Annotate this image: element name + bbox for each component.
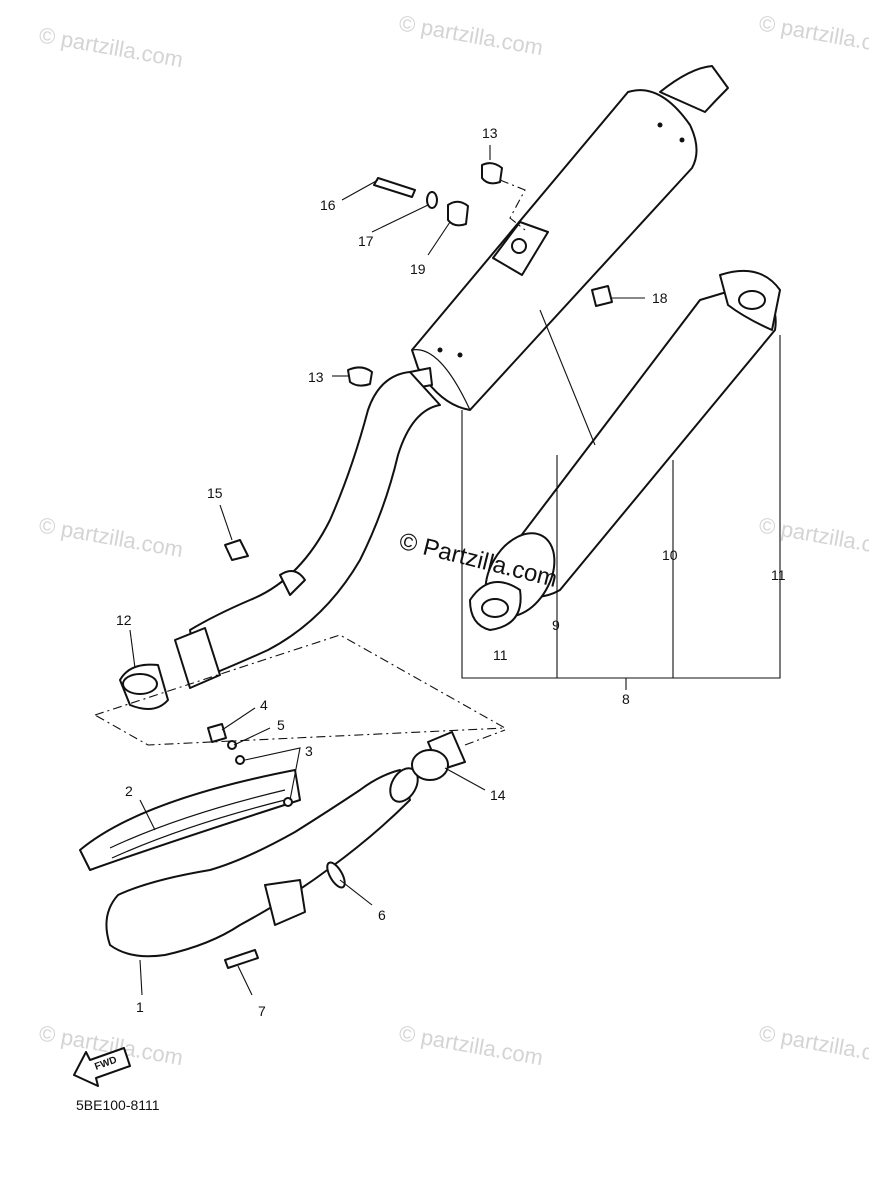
callout-14: 14 xyxy=(490,787,506,803)
fwd-arrow-icon xyxy=(73,1047,131,1087)
leader-lines xyxy=(129,145,645,996)
callout-19: 19 xyxy=(410,261,426,277)
leader-to-body xyxy=(539,309,596,446)
leader-3 xyxy=(244,747,301,801)
muffler-mount-hole xyxy=(511,238,527,254)
part-7-bolt xyxy=(224,949,259,969)
part-3-collar xyxy=(283,797,293,807)
muffler-outlet-pipe xyxy=(659,65,729,113)
leader-6 xyxy=(339,879,373,906)
part-13-damper-lower xyxy=(347,366,373,387)
callout-10: 10 xyxy=(662,547,678,563)
exhaust-pipe xyxy=(174,371,441,689)
part-19-collar xyxy=(447,200,469,227)
leader-17 xyxy=(371,204,429,233)
muffler-front-edge xyxy=(411,349,471,411)
callouts: 1 2 3 4 5 6 7 8 9 10 11 11 12 13 13 14 1… xyxy=(116,125,786,1019)
part-3-collar xyxy=(235,755,245,765)
assembly-bracket-lines xyxy=(461,309,781,690)
leader-19 xyxy=(427,221,451,256)
part-4-bolt xyxy=(207,723,227,743)
callout-15: 15 xyxy=(207,485,223,501)
callout-11-front: 11 xyxy=(493,647,508,663)
callout-1: 1 xyxy=(136,999,144,1015)
silencer-gasket-hole xyxy=(481,598,509,618)
watermark-bottom-right: © partzilla.com xyxy=(757,1020,869,1070)
leader-4 xyxy=(221,707,256,731)
callout-17: 17 xyxy=(358,233,374,249)
callout-2: 2 xyxy=(125,783,133,799)
muffler-rivet xyxy=(657,122,663,128)
callout-12: 12 xyxy=(116,612,132,628)
part-13-damper-upper xyxy=(481,162,503,185)
callout-13-lower: 13 xyxy=(308,369,324,385)
muffler-rivet xyxy=(457,352,463,358)
watermark-top-left: © partzilla.com xyxy=(37,22,185,72)
watermark-mid-right: © partzilla.com xyxy=(757,512,869,562)
watermark-bottom-center: © partzilla.com xyxy=(397,1020,545,1070)
muffler-rivet xyxy=(437,347,443,353)
part-5-washer xyxy=(227,740,237,750)
dash-14 xyxy=(464,729,506,746)
part-18-collar xyxy=(591,285,613,307)
part-16-bolt xyxy=(373,177,416,198)
part-6-gasket xyxy=(326,861,346,889)
heat-protector-slot xyxy=(111,799,286,859)
callout-4: 4 xyxy=(260,697,268,713)
watermark-mid-left: © partzilla.com xyxy=(37,512,185,562)
exhaust-head-pipe xyxy=(105,769,411,958)
callout-18: 18 xyxy=(652,290,668,306)
callout-13-upper: 13 xyxy=(482,125,498,141)
fwd-arrow: FWD xyxy=(73,1047,131,1087)
watermark-top-center: © partzilla.com xyxy=(397,10,545,60)
head-pipe-flange xyxy=(264,879,306,926)
pipe-mount-tab xyxy=(279,570,306,596)
callout-5: 5 xyxy=(277,717,285,733)
assembly-dash-lines xyxy=(93,179,526,746)
part-17-washer xyxy=(426,191,438,209)
leader-12 xyxy=(129,629,136,669)
heat-protector-slot xyxy=(109,789,286,849)
heat-protector xyxy=(79,769,301,871)
callout-8: 8 xyxy=(622,691,630,707)
leader-1 xyxy=(139,959,143,996)
callout-9: 9 xyxy=(552,617,560,633)
pipe-joint-spring xyxy=(174,627,221,689)
part-14-clamp-ring xyxy=(411,749,449,781)
part-12-gasket-end xyxy=(122,673,158,695)
part-15-bolt xyxy=(224,539,249,561)
callout-16: 16 xyxy=(320,197,336,213)
dash-box-12 xyxy=(93,634,507,746)
diagram-code: 5BE100-8111 xyxy=(76,1097,160,1113)
silencer-internals xyxy=(469,269,781,631)
dash-13-upper xyxy=(499,179,526,231)
muffler-body xyxy=(411,89,698,411)
leader-2 xyxy=(139,799,156,831)
callout-3: 3 xyxy=(305,743,313,759)
leader-5 xyxy=(233,727,271,746)
muffler-assembly xyxy=(409,65,729,411)
watermark-top-right: © partzilla.com xyxy=(757,10,869,60)
small-parts xyxy=(119,162,613,969)
leader-15 xyxy=(219,504,233,541)
callout-11-rear: 11 xyxy=(771,567,786,583)
muffler-rivet xyxy=(679,137,685,143)
leader-7 xyxy=(237,965,253,996)
leader-16 xyxy=(341,179,379,201)
callout-7: 7 xyxy=(258,1003,266,1019)
leader-14 xyxy=(444,767,486,791)
bracket-outline xyxy=(461,335,781,679)
silencer-gasket-rear-hole xyxy=(738,290,766,310)
callout-6: 6 xyxy=(378,907,386,923)
head-pipe xyxy=(79,767,419,958)
